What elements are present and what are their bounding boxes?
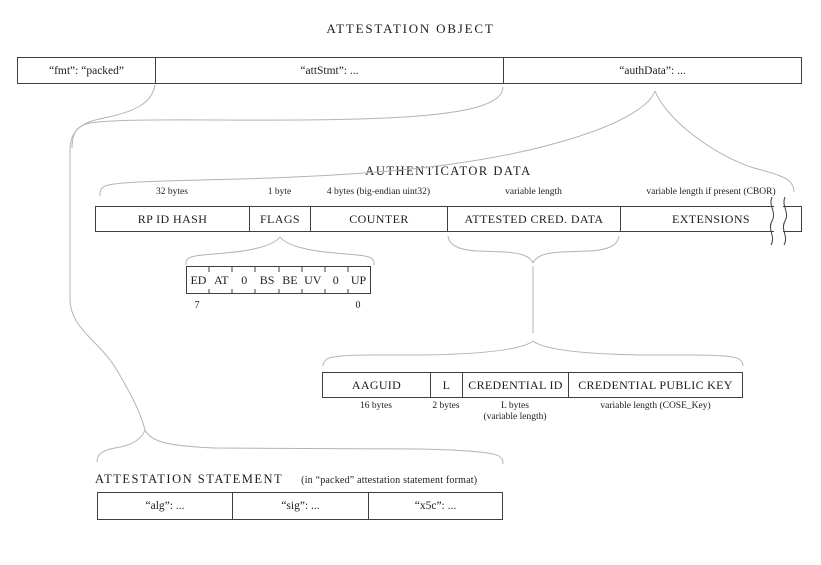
attested-cred-data-cell: ATTESTED CRED. DATA <box>448 207 621 231</box>
attstmt-connector-right <box>71 86 504 149</box>
fmt-cell: “fmt”: “packed” <box>18 58 156 83</box>
flags-bit-field: ED AT 0 BS BE UV 0 UP <box>186 266 371 294</box>
sig-cell: “sig”: ... <box>233 493 369 519</box>
credential-public-key-cell: CREDENTIAL PUBLIC KEY <box>578 377 733 392</box>
attestation-statement-title: ATTESTATION STATEMENT <box>95 472 284 486</box>
attested-credential-data-row: AAGUID L CREDENTIAL ID CREDENTIAL PUBLIC… <box>322 372 743 398</box>
attstmt-brace-right <box>144 429 504 465</box>
authdata-cell: “authData”: ... <box>619 64 686 77</box>
flags-cell: FLAGS <box>250 207 311 231</box>
alg-cell: “alg”: ... <box>98 493 233 519</box>
flag-bit-uv: UV <box>304 272 322 287</box>
acd-brace-left <box>447 235 534 264</box>
size-label-extensions: variable length if present (CBOR) <box>646 187 776 197</box>
flag-bit-ed: ED <box>190 272 207 287</box>
attestation-statement-row: “alg”: ... “sig”: ... “x5c”: ... <box>97 492 503 520</box>
credential-id-cell: CREDENTIAL ID <box>463 373 569 397</box>
size-label-credential-id: L bytes (variable length) <box>483 401 547 422</box>
aaguid-cell: AAGUID <box>323 373 431 397</box>
flag-bit-at: AT <box>213 272 229 287</box>
acd-brace-right <box>532 235 620 264</box>
attestation-statement-subtitle: (in “packed” attestation statement forma… <box>301 475 478 486</box>
x5c-cell: “x5c”: ... <box>414 500 457 512</box>
attested-credential-data-size-labels: 16 bytes 2 bytes L bytes (variable lengt… <box>322 401 743 422</box>
page-title: ATTESTATION OBJECT <box>326 21 495 36</box>
flag-bit-bs: BS <box>259 272 275 287</box>
size-label-length: 2 bytes <box>432 401 460 411</box>
attestation-statement-heading: ATTESTATION STATEMENT (in “packed” attes… <box>95 470 615 488</box>
bit-index-msb: 7 <box>194 300 200 311</box>
length-cell: L <box>431 373 463 397</box>
authenticator-data-title: AUTHENTICATOR DATA <box>365 164 532 178</box>
flag-bit-rfu2: 0 <box>332 272 339 287</box>
extensions-cell: EXTENSIONS <box>672 211 750 226</box>
size-label-attested-cred-data: variable length <box>505 187 562 197</box>
size-label-credential-public-key: variable length (COSE_Key) <box>600 401 711 411</box>
bit-index-lsb: 0 <box>355 300 361 311</box>
authdata-brace-left <box>99 90 656 197</box>
cred-brace-left <box>322 340 534 367</box>
size-label-aaguid: 16 bytes <box>360 401 392 411</box>
attstmt-brace-left <box>96 429 146 463</box>
flags-brace-left <box>185 236 281 266</box>
rp-id-hash-cell: RP ID HASH <box>96 207 250 231</box>
flag-bit-up: UP <box>350 272 367 287</box>
size-label-flags: 1 byte <box>267 187 292 197</box>
flag-bit-be: BE <box>282 272 298 287</box>
attstmt-connector-left <box>69 84 156 431</box>
attstmt-cell: “attStmt”: ... <box>156 58 504 83</box>
size-label-rp-id-hash: 32 bytes <box>156 187 188 197</box>
flags-brace-right <box>279 236 375 266</box>
size-label-counter: 4 bytes (big-endian uint32) <box>326 187 431 197</box>
flag-bit-rfu1: 0 <box>241 272 248 287</box>
counter-cell: COUNTER <box>311 207 448 231</box>
authenticator-data-size-labels: 32 bytes 1 byte 4 bytes (big-endian uint… <box>95 187 802 197</box>
attestation-object-row: “fmt”: “packed” “attStmt”: ... “authData… <box>17 57 802 84</box>
cred-brace-right <box>532 340 744 367</box>
authenticator-data-row: RP ID HASH FLAGS COUNTER ATTESTED CRED. … <box>95 206 802 232</box>
